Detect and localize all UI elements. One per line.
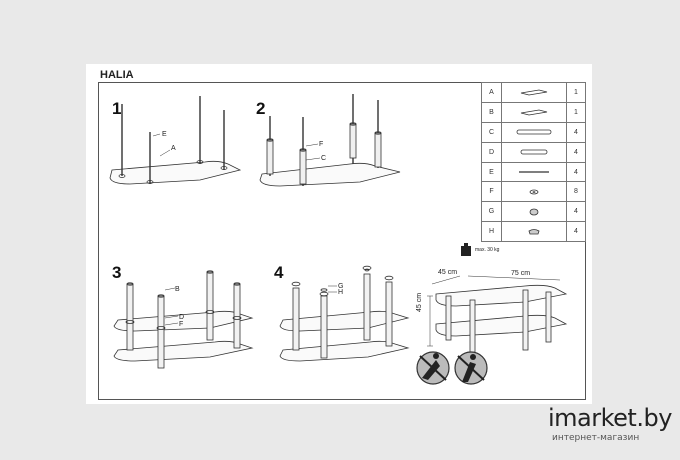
part-qty: 8 xyxy=(566,181,586,203)
label-e: E xyxy=(162,131,167,138)
no-climbing-icon xyxy=(454,351,488,385)
part-letter: H xyxy=(481,221,502,243)
foot-icon xyxy=(501,221,567,243)
short-tube-icon xyxy=(501,141,567,163)
parts-row: D 4 xyxy=(481,141,586,163)
step-3-diagram: B D F xyxy=(113,270,254,369)
parts-row: C 4 xyxy=(481,121,586,143)
label-f2: F xyxy=(179,321,183,328)
parts-table: A 1 B 1 C 4 D 4 E 4 F 8 G 4 H 4 xyxy=(481,82,586,243)
parts-row: E 4 xyxy=(481,161,586,183)
part-letter: B xyxy=(481,101,502,123)
part-letter: A xyxy=(481,82,502,103)
label-d: D xyxy=(179,314,184,321)
step-number-4: 4 xyxy=(274,263,284,282)
parts-row: A 1 xyxy=(481,82,586,103)
label-c: C xyxy=(321,155,326,162)
part-letter: F xyxy=(481,181,502,203)
step-4-diagram: G H xyxy=(279,265,410,362)
product-title: HALIA xyxy=(100,69,134,81)
glass-bottom-shelf-icon xyxy=(501,101,567,123)
part-qty: 4 xyxy=(566,121,586,143)
depth-label: 45 cm xyxy=(438,269,458,276)
label-f: F xyxy=(319,141,323,148)
step-1-diagram: E A xyxy=(109,96,242,185)
label-g: G xyxy=(338,283,343,290)
part-qty: 1 xyxy=(566,101,586,123)
width-label: 75 cm xyxy=(511,270,531,277)
watermark-brand: imarket.by xyxy=(548,404,672,432)
no-standing-icon xyxy=(416,351,450,385)
label-h: H xyxy=(338,289,343,296)
step-number-2: 2 xyxy=(256,99,266,118)
finished-table-diagram xyxy=(427,275,568,355)
step-number-3: 3 xyxy=(112,263,122,282)
max-load-label: max. 30 kg xyxy=(475,247,500,253)
parts-row: F 8 xyxy=(481,181,586,203)
step-2-diagram: F C xyxy=(259,94,401,187)
step-number-1: 1 xyxy=(112,99,122,118)
assembly-frame xyxy=(98,82,586,400)
part-qty: 4 xyxy=(566,141,586,163)
washer-icon xyxy=(501,181,567,203)
label-a: A xyxy=(171,145,176,152)
height-label: 45 cm xyxy=(416,292,423,312)
part-qty: 1 xyxy=(566,82,586,103)
cap-icon xyxy=(501,201,567,223)
part-letter: D xyxy=(481,141,502,163)
part-qty: 4 xyxy=(566,161,586,183)
watermark-subtitle: интернет-магазин xyxy=(552,433,640,443)
part-qty: 4 xyxy=(566,221,586,243)
parts-row: H 4 xyxy=(481,221,586,243)
threaded-rod-icon xyxy=(501,161,567,183)
weight-icon xyxy=(461,243,471,256)
parts-row: G 4 xyxy=(481,201,586,223)
label-b: B xyxy=(175,286,180,293)
part-qty: 4 xyxy=(566,201,586,223)
long-tube-icon xyxy=(501,121,567,143)
part-letter: E xyxy=(481,161,502,183)
parts-row: B 1 xyxy=(481,101,586,123)
glass-top-shelf-icon xyxy=(501,82,567,103)
part-letter: C xyxy=(481,121,502,143)
part-letter: G xyxy=(481,201,502,223)
